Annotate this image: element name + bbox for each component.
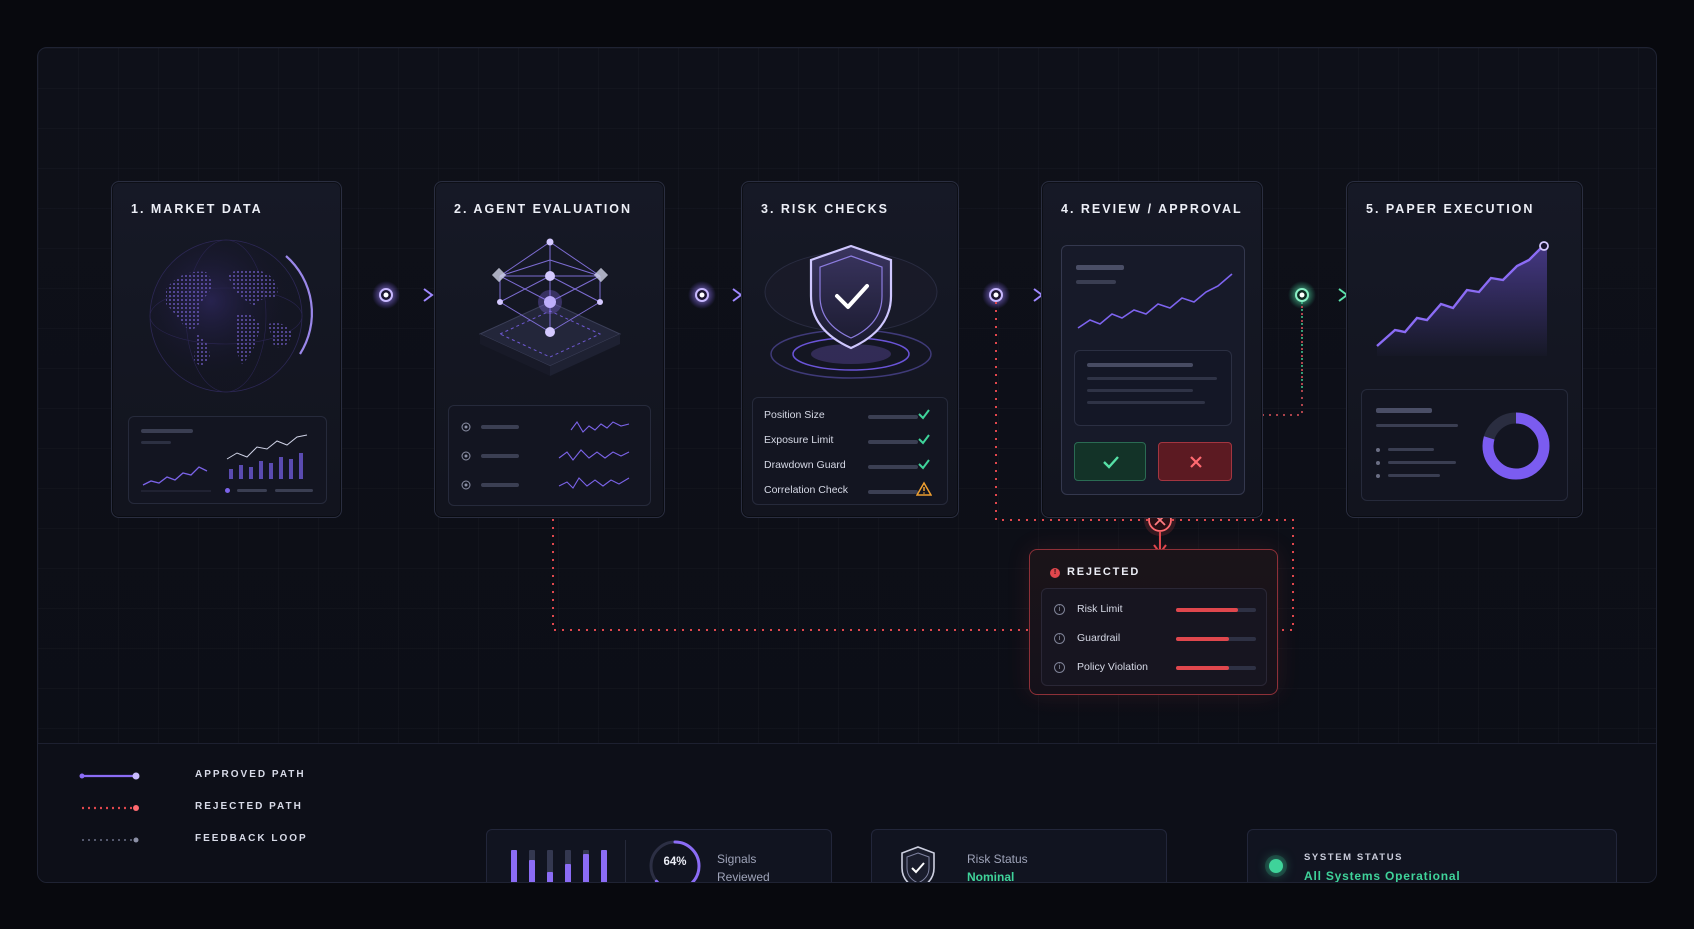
rejected-reason-label: Policy Violation xyxy=(1077,661,1149,673)
signals-label-line1: Signals xyxy=(717,852,757,866)
footer-bar: APPROVED PATH REJECTED PATH FEEDBACK LOO… xyxy=(38,743,1656,882)
stage-paper-execution: 5. PAPER EXECUTION xyxy=(1346,181,1583,518)
stage-title: 3. RISK CHECKS xyxy=(761,202,890,216)
stage-title: 2. AGENT EVALUATION xyxy=(454,202,633,216)
approve-button[interactable] xyxy=(1074,442,1146,481)
signals-panel: 64% Signals Reviewed xyxy=(486,829,832,883)
rejected-title: REJECTED xyxy=(1067,566,1141,578)
rejected-card: ! REJECTED i Risk Limit i Guardrail i Po… xyxy=(1029,549,1278,695)
signal-bars xyxy=(511,850,607,882)
rejected-reason-row: i Guardrail xyxy=(1054,630,1256,650)
risk-check-row: Exposure Limit xyxy=(764,430,936,452)
approved-connector-1-2 xyxy=(341,281,434,309)
rejected-path-swatch xyxy=(82,805,139,811)
execution-summary-card xyxy=(1361,389,1568,501)
donut-chart xyxy=(1482,412,1550,480)
check-icon xyxy=(1103,456,1119,469)
mini-line-chart xyxy=(141,466,211,492)
risk-check-label: Drawdown Guard xyxy=(764,459,846,471)
system-status-panel: SYSTEM STATUS All Systems Operational xyxy=(1247,829,1617,883)
stage-title: 4. REVIEW / APPROVAL xyxy=(1061,202,1243,216)
risk-check-row: Drawdown Guard xyxy=(764,455,936,477)
legend-label: REJECTED PATH xyxy=(195,801,303,812)
pipeline-frame: 1. MARKET DATA xyxy=(37,47,1657,883)
stage-title: 1. MARKET DATA xyxy=(131,202,263,216)
stage-market-data: 1. MARKET DATA xyxy=(111,181,342,518)
rejected-path xyxy=(552,302,1294,631)
signals-progress-ring xyxy=(649,840,701,882)
approved-connector-3-4 xyxy=(960,281,1044,309)
market-data-mini-dashboard xyxy=(128,416,327,504)
rejected-reason-row: i Policy Violation xyxy=(1054,659,1256,679)
risk-check-row: Position Size xyxy=(764,405,936,427)
info-icon: i xyxy=(1054,604,1065,615)
reason-bar-fill xyxy=(1176,666,1229,670)
shield-check-icon xyxy=(901,846,935,882)
review-document xyxy=(1061,245,1245,495)
feedback-loop-swatch xyxy=(82,837,139,843)
system-status-value: All Systems Operational xyxy=(1304,869,1461,883)
risk-check-row: Correlation Check xyxy=(764,480,936,502)
check-icon xyxy=(918,409,930,420)
reason-bar-fill xyxy=(1176,608,1239,612)
rejected-reason-label: Risk Limit xyxy=(1077,603,1123,615)
approved-connector-4-5 xyxy=(1263,281,1349,309)
risk-check-label: Position Size xyxy=(764,409,825,421)
mini-bar-chart xyxy=(226,434,308,479)
check-icon xyxy=(918,459,930,470)
legend-label: APPROVED PATH xyxy=(195,769,306,780)
risk-check-label: Correlation Check xyxy=(764,484,849,496)
rejected-reason-row: i Risk Limit xyxy=(1054,601,1256,621)
rejected-reason-label: Guardrail xyxy=(1077,632,1121,644)
agent-signals-list xyxy=(448,405,651,506)
stage-title: 5. PAPER EXECUTION xyxy=(1366,202,1535,216)
stage-agent-evaluation: 2. AGENT EVALUATION xyxy=(434,181,665,518)
globe-icon xyxy=(149,239,314,393)
check-icon xyxy=(918,434,930,445)
risk-status-panel: Risk Status Nominal xyxy=(871,829,1167,883)
risk-checks-list: Position Size Exposure Limit Drawdown Gu… xyxy=(752,397,948,505)
close-icon xyxy=(1190,456,1202,468)
legend-label: FEEDBACK LOOP xyxy=(195,833,308,844)
neural-network-icon xyxy=(478,238,622,376)
shield-check-icon xyxy=(764,244,938,379)
reject-button[interactable] xyxy=(1158,442,1232,481)
signals-percent: 64% xyxy=(663,856,687,868)
approved-path-swatch xyxy=(79,772,140,780)
risk-status-value: Nominal xyxy=(967,870,1015,883)
review-trend-chart xyxy=(1077,273,1233,329)
reason-bar-fill xyxy=(1176,637,1229,641)
risk-status-label: Risk Status xyxy=(967,852,1028,866)
approved-connector-2-3 xyxy=(665,281,743,309)
info-icon: i xyxy=(1054,662,1065,673)
stage-risk-checks: 3. RISK CHECKS Position Size Exposure xyxy=(741,181,959,518)
signals-label-line2: Reviewed xyxy=(717,870,770,883)
stage-review-approval: 4. REVIEW / APPROVAL xyxy=(1041,181,1263,518)
warning-icon xyxy=(916,481,932,496)
status-indicator-dot xyxy=(1269,859,1283,873)
info-icon: i xyxy=(1054,633,1065,644)
alert-icon: ! xyxy=(1050,568,1060,578)
risk-check-label: Exposure Limit xyxy=(764,434,834,446)
execution-growth-chart xyxy=(1376,241,1549,356)
system-status-label: SYSTEM STATUS xyxy=(1304,852,1404,863)
